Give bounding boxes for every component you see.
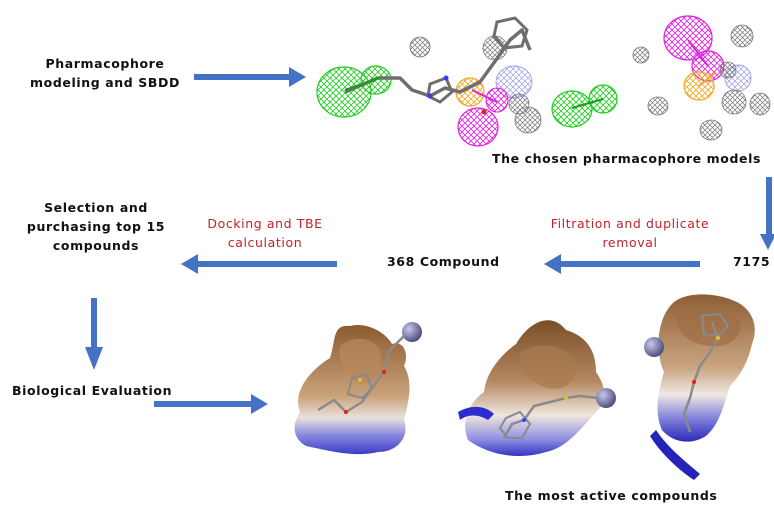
arrow-368-to-selection xyxy=(181,254,337,274)
selection-label: Selection and purchasing top 15 compound… xyxy=(16,198,176,255)
most-active-caption: The most active compounds xyxy=(505,488,718,503)
pharmacophore-modeling-label: Pharmacophore modeling and SBDD xyxy=(30,54,180,92)
filtration-line1: Filtration and duplicate xyxy=(550,216,710,231)
active-compound-1 xyxy=(294,322,422,455)
arrow-7175-to-368 xyxy=(544,254,700,274)
docking-line1: Docking and TBE xyxy=(207,216,323,231)
pharmacophore-modeling-line1: Pharmacophore xyxy=(45,56,165,71)
filtration-label: Filtration and duplicate removal xyxy=(535,214,725,252)
arrow-down-to-7175 xyxy=(760,177,774,250)
arrow-selection-to-biological xyxy=(85,298,103,370)
active-compound-2 xyxy=(458,320,616,456)
pharmacophore-model-1 xyxy=(316,16,542,147)
count-7175-label: 7175 xyxy=(733,254,771,269)
selection-line3: compounds xyxy=(52,238,140,253)
arrow-to-pharmacophore xyxy=(194,67,306,87)
chosen-models-caption: The chosen pharmacophore models xyxy=(492,151,762,166)
docking-label: Docking and TBE calculation xyxy=(190,214,340,252)
pharmacophore-model-2 xyxy=(551,15,771,141)
arrow-biological-to-active xyxy=(154,394,268,414)
count-368-label: 368 Compound xyxy=(387,254,500,269)
docking-line2: calculation xyxy=(227,235,303,250)
pharmacophore-modeling-line2: modeling and SBDD xyxy=(30,75,180,90)
selection-line1: Selection and xyxy=(44,200,148,215)
active-compound-3 xyxy=(644,294,755,480)
selection-line2: purchasing top 15 xyxy=(26,219,166,234)
biological-evaluation-label: Biological Evaluation xyxy=(12,383,173,398)
filtration-line2: removal xyxy=(602,235,658,250)
